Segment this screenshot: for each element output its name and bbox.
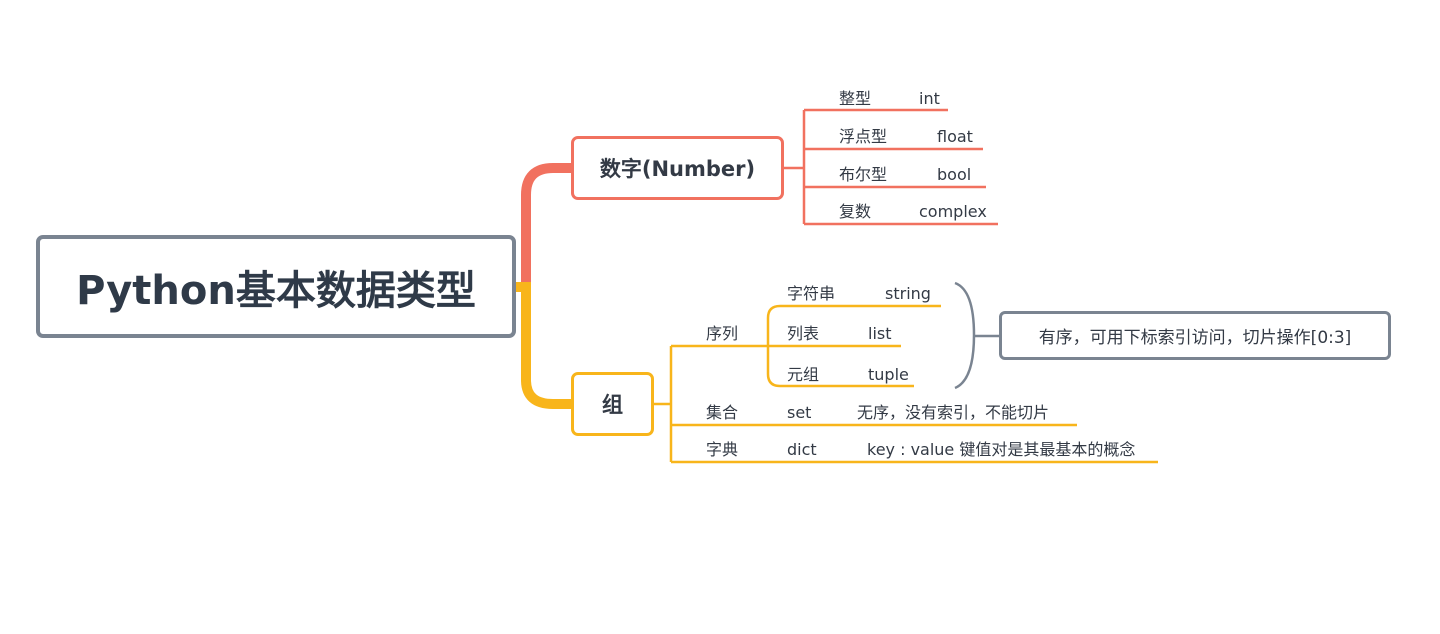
string-cn-label[interactable]: 字符串 (787, 284, 836, 303)
set-en-label[interactable]: set (787, 403, 812, 422)
sequence-note[interactable]: 有序，可用下标索引访问，切片操作[0:3] (999, 311, 1391, 360)
set-cn-label[interactable]: 集合 (706, 403, 739, 422)
complex-en-label[interactable]: complex (919, 202, 987, 221)
connector-sequence-children (766, 304, 941, 388)
dict-desc-label[interactable]: key : value 键值对是其最基本的概念 (867, 440, 1136, 459)
connector-root-group (511, 282, 576, 409)
dict-en-label[interactable]: dict (787, 440, 817, 459)
tuple-en-label[interactable]: tuple (868, 365, 909, 384)
int-en-label[interactable]: int (919, 89, 940, 108)
float-cn-label[interactable]: 浮点型 (839, 127, 888, 146)
root-node[interactable]: Python基本数据类型 (36, 235, 516, 338)
group-node[interactable]: 组 (571, 372, 654, 436)
sequence-label[interactable]: 序列 (706, 324, 739, 343)
set-desc-label[interactable]: 无序，没有索引，不能切片 (857, 403, 1050, 422)
list-en-label[interactable]: list (868, 324, 892, 343)
connector-root-numbers (511, 163, 576, 292)
connector-group-children (654, 346, 673, 462)
int-cn-label[interactable]: 整型 (839, 89, 872, 108)
string-en-label[interactable]: string (885, 284, 931, 303)
float-en-label[interactable]: float (937, 127, 973, 146)
tuple-cn-label[interactable]: 元组 (787, 365, 820, 384)
bool-cn-label[interactable]: 布尔型 (839, 165, 888, 184)
list-cn-label[interactable]: 列表 (787, 324, 820, 343)
brace-sequence-note (954, 281, 976, 390)
dict-cn-label[interactable]: 字典 (706, 440, 739, 459)
connector-numbers-children (784, 110, 806, 224)
complex-cn-label[interactable]: 复数 (839, 202, 872, 221)
bool-en-label[interactable]: bool (937, 165, 972, 184)
numbers-node[interactable]: 数字(Number) (571, 136, 784, 200)
